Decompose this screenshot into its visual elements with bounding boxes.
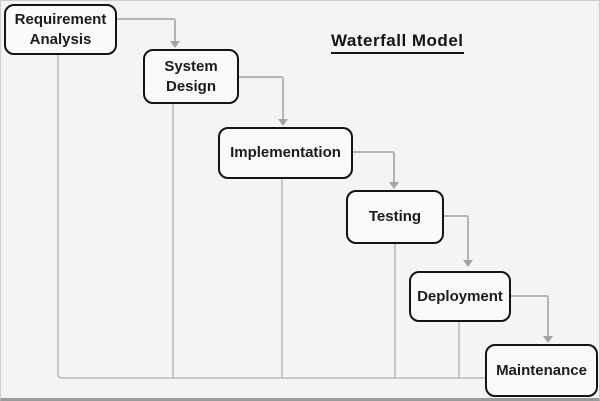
node-maintenance: Maintenance [485, 344, 598, 397]
node-label: Maintenance [496, 361, 587, 379]
node-label: Implementation [230, 144, 341, 162]
diagram-title: Waterfall Model [331, 31, 464, 54]
edge-implementation-to-testing [353, 151, 395, 182]
edge-testing-to-deployment [444, 215, 469, 260]
node-label: System Design [164, 58, 218, 95]
node-system-design: System Design [143, 49, 239, 104]
edge-requirement-to-design [117, 18, 176, 41]
arrowhead-deployment [463, 260, 473, 267]
edge-design-to-implementation [239, 76, 284, 119]
node-deployment: Deployment [409, 271, 511, 322]
node-testing: Testing [346, 190, 444, 244]
arrowhead-design [170, 41, 180, 48]
feedback-line-requirement-to-rail [57, 55, 485, 379]
node-implementation: Implementation [218, 127, 353, 179]
node-label: Requirement Analysis [14, 11, 107, 48]
node-label: Deployment [417, 287, 503, 305]
arrowhead-maintenance [543, 336, 553, 343]
node-requirement-analysis: Requirement Analysis [4, 4, 117, 55]
arrowhead-testing [389, 182, 399, 189]
node-label: Testing [368, 208, 422, 226]
arrowhead-implementation [278, 119, 288, 126]
edge-deployment-to-maintenance [511, 295, 549, 336]
